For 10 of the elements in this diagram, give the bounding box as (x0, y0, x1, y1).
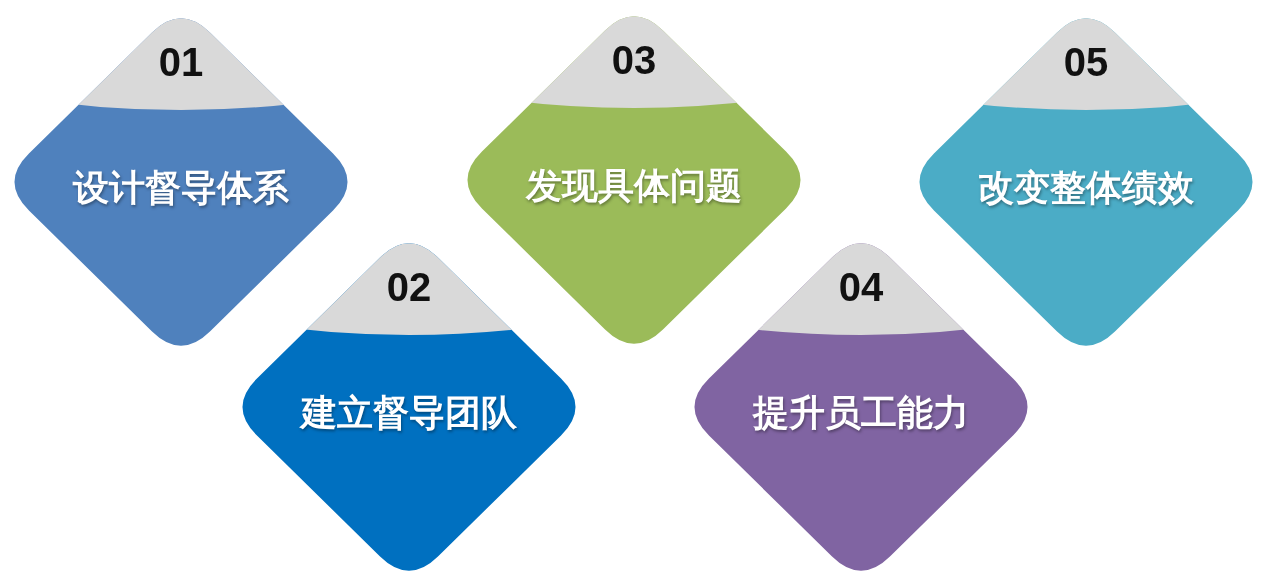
step-number: 05 (1062, 40, 1110, 85)
step-number: 01 (157, 40, 205, 85)
step-title: 发现具体问题 (524, 163, 743, 208)
step-number: 02 (385, 265, 433, 310)
step-title: 设计督导体系 (71, 165, 290, 210)
step-title: 改变整体绩效 (977, 165, 1195, 210)
step-number: 04 (837, 265, 885, 310)
step-title: 提升员工能力 (751, 390, 970, 435)
step-number: 03 (610, 38, 658, 83)
step-title: 建立督导团队 (298, 390, 518, 435)
